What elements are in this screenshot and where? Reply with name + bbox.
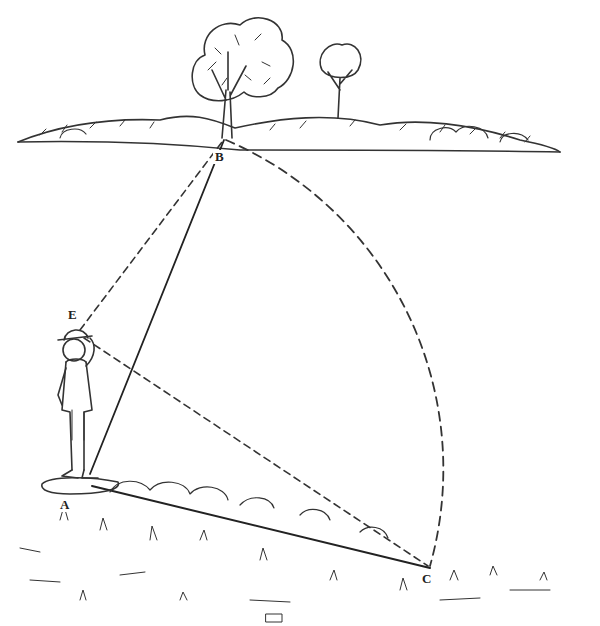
point-label: B [213,150,226,164]
point-label: E [66,308,79,322]
grass [60,506,547,600]
ground-strokes [20,548,550,602]
far-shore [18,116,560,152]
shore-hatching [40,120,530,142]
tree-canopy [192,18,293,101]
point-label: A [58,498,71,512]
bushes [60,126,528,142]
brim-sight-line [84,338,428,566]
small-tree [320,44,361,118]
tree-foliage [208,34,270,85]
point-label: C [420,572,433,586]
ground-mark [266,614,282,622]
brim-sight-line [80,142,222,330]
far-shore-edge [18,142,560,152]
ground-mound [42,478,119,494]
swing-arc [226,140,443,566]
sight-line [90,140,224,474]
man-figure [58,330,98,478]
